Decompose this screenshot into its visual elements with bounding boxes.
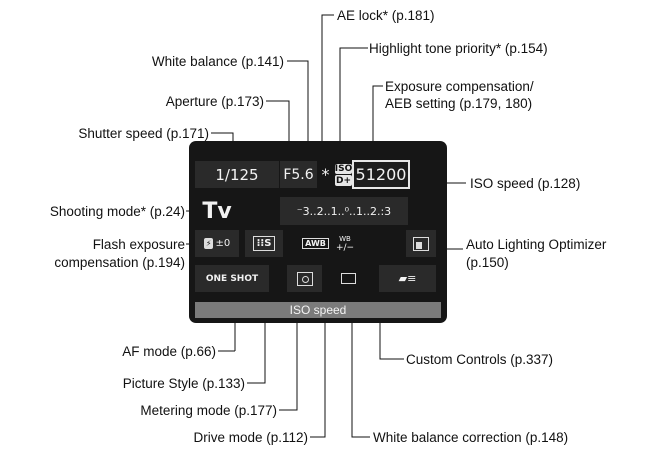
label-aperture: Aperture (p.173) <box>165 94 264 109</box>
alo-icon <box>413 236 429 251</box>
label-drive-mode: Drive mode (p.112) <box>193 430 308 445</box>
iso-badge-label: ISO <box>334 164 353 174</box>
wb-correction-cell[interactable]: WB +/− <box>335 230 355 257</box>
label-highlight-tone: Highlight tone priority* (p.154) <box>369 41 548 56</box>
label-iso-speed: ISO speed (p.128) <box>470 176 581 191</box>
aperture-cell[interactable]: F5.6 <box>280 161 317 188</box>
custom-controls-icon: ▰≡ <box>398 272 417 285</box>
label-white-balance: White balance (p.141) <box>151 54 284 69</box>
label-flash-comp-2: compensation (p.194) <box>54 255 185 270</box>
label-alo-2: (p.150) <box>466 255 509 270</box>
drive-mode-icon <box>340 273 356 284</box>
exposure-scale: ⁻3..2..1..⁰..1..2.:3 <box>296 204 392 218</box>
picture-style-cell[interactable]: ⁝⁝S <box>245 230 283 257</box>
label-shutter-speed: Shutter speed (p.171) <box>78 126 209 141</box>
highlight-tone-label: D+ <box>335 175 351 186</box>
metering-mode-cell[interactable] <box>287 265 322 292</box>
shutter-speed-cell[interactable]: 1/125 <box>195 161 279 188</box>
shooting-mode-value: Tv <box>202 198 232 224</box>
iso-speed-cell[interactable]: 51200 <box>352 160 410 189</box>
ae-lock-indicator: * <box>318 161 333 188</box>
af-mode-cell[interactable]: ONE SHOT <box>195 265 269 292</box>
label-exposure-comp-2: AEB setting (p.179, 180) <box>385 96 533 111</box>
label-af-mode: AF mode (p.66) <box>122 344 216 359</box>
label-custom-controls: Custom Controls (p.337) <box>406 352 554 367</box>
label-picture-style: Picture Style (p.133) <box>122 376 245 391</box>
custom-controls-cell[interactable]: ▰≡ <box>379 265 436 292</box>
highlight-tone-badge: D+ <box>335 175 352 186</box>
flash-comp-cell[interactable]: ⚡ ±0 <box>195 230 239 257</box>
status-text: ISO speed <box>289 303 347 317</box>
flash-comp-value: ±0 <box>215 238 231 249</box>
label-flash-comp-1: Flash exposure <box>92 237 185 252</box>
exposure-comp-cell[interactable]: ⁻3..2..1..⁰..1..2.:3 <box>280 197 408 225</box>
label-wb-correction: White balance correction (p.148) <box>373 430 569 445</box>
shutter-speed-value: 1/125 <box>215 165 259 184</box>
aperture-value: F5.6 <box>283 166 314 183</box>
flash-icon: ⚡ <box>203 238 214 249</box>
awb-icon: AWB <box>302 238 329 249</box>
label-exposure-comp-1: Exposure compensation/ <box>385 79 534 94</box>
label-metering-mode: Metering mode (p.177) <box>140 403 277 418</box>
white-balance-cell[interactable]: AWB <box>302 230 329 257</box>
iso-speed-value: 51200 <box>355 165 407 184</box>
auto-lighting-optimizer-cell[interactable] <box>406 230 436 257</box>
af-mode-value: ONE SHOT <box>205 273 259 284</box>
picture-style-icon: ⁝⁝S <box>252 236 276 251</box>
label-ae-lock: AE lock* (p.181) <box>337 8 435 23</box>
wb-shift-label: WB <box>339 234 351 243</box>
label-shooting-mode: Shooting mode* (p.24) <box>49 204 185 219</box>
shooting-mode-cell[interactable]: Tv <box>195 196 239 226</box>
quick-control-screen: 1/125 F5.6 * ISO D+ 51200 Tv ⁻3..2..1..⁰… <box>189 141 447 323</box>
iso-badge: ISO <box>335 164 352 174</box>
drive-mode-cell[interactable] <box>330 265 366 292</box>
label-alo-1: Auto Lighting Optimizer <box>466 237 607 252</box>
picture-style-letter: S <box>264 238 272 249</box>
metering-icon <box>296 271 313 286</box>
ae-lock-symbol: * <box>321 165 330 184</box>
wb-shift-icon: +/− <box>335 242 355 253</box>
status-bar: ISO speed <box>195 302 441 318</box>
